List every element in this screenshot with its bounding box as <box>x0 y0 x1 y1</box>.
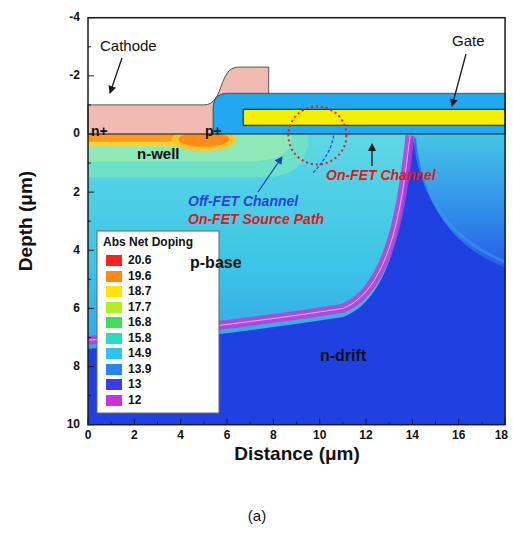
tick <box>88 250 94 251</box>
annotation: On-FET Channel <box>326 168 436 183</box>
highlight-circle <box>288 106 346 164</box>
tick <box>505 419 506 425</box>
tick-label: 6 <box>224 429 231 442</box>
depletion-edge <box>415 137 505 262</box>
tick <box>342 422 343 425</box>
tick-label: 8 <box>270 429 277 442</box>
region-label: p-base <box>190 254 242 272</box>
tick <box>389 422 390 425</box>
surface-line <box>88 134 505 135</box>
legend-swatch <box>106 348 122 359</box>
tick <box>88 424 94 425</box>
tick <box>458 419 459 425</box>
tick <box>481 422 482 425</box>
tick-label: 10 <box>313 429 326 442</box>
legend-swatch <box>106 286 122 297</box>
legend-value: 13 <box>128 378 141 391</box>
legend-swatch <box>106 364 122 375</box>
tick-label: -4 <box>69 11 80 24</box>
axis-title: Distance (μm) <box>234 444 360 465</box>
legend-swatch <box>106 255 122 266</box>
tick <box>111 422 112 425</box>
legend-swatch <box>106 395 122 406</box>
tick <box>319 419 320 425</box>
plot-frame <box>88 18 505 425</box>
leader-arrow <box>258 157 282 192</box>
tick <box>88 395 91 396</box>
tick <box>88 279 91 280</box>
part-label: Cathode <box>100 38 157 55</box>
legend-swatch <box>106 302 122 313</box>
tick <box>88 337 91 338</box>
tick <box>203 422 204 425</box>
legend-swatch <box>106 333 122 344</box>
tick <box>88 192 94 193</box>
annotation: On-FET Source Path <box>188 212 324 227</box>
region-label: p+ <box>205 124 222 139</box>
tick <box>366 419 367 425</box>
legend-value: 12 <box>128 394 141 407</box>
tick <box>180 419 181 425</box>
tick-label: 8 <box>73 360 80 373</box>
legend-value: 14.9 <box>128 347 151 360</box>
leader-arrow <box>452 54 466 106</box>
n-drift-region <box>88 138 505 424</box>
tick <box>273 419 274 425</box>
region-label: n-well <box>137 146 180 163</box>
tick-label: 16 <box>452 429 465 442</box>
legend-value: 17.7 <box>128 301 151 314</box>
annotation: Off-FET Channel <box>188 194 298 209</box>
p-base-region <box>88 134 505 425</box>
tick-label: -2 <box>69 69 80 82</box>
tick-label: 18 <box>495 429 508 442</box>
caption: (a) <box>248 508 266 525</box>
gate-oxide <box>213 93 505 134</box>
tick-label: 4 <box>73 244 80 257</box>
legend-value: 13.9 <box>128 363 151 376</box>
tick <box>227 419 228 425</box>
legend-value: 20.6 <box>128 254 151 267</box>
part-label: Gate <box>452 33 485 50</box>
tick-label: 2 <box>131 429 138 442</box>
legend-swatch <box>106 271 122 282</box>
tick <box>88 104 91 105</box>
region-label: n+ <box>91 124 108 139</box>
legend-value: 15.8 <box>128 332 151 345</box>
tick <box>88 75 94 76</box>
legend-value: 18.7 <box>128 285 151 298</box>
leader-arrow <box>371 144 372 166</box>
legend-swatch <box>106 379 122 390</box>
tick <box>88 17 94 18</box>
tick-label: 10 <box>67 418 80 431</box>
tick <box>134 419 135 425</box>
legend-title: Abs Net Doping <box>103 236 193 249</box>
gate-poly <box>243 109 505 125</box>
tick-label: 2 <box>73 186 80 199</box>
tick <box>88 46 91 47</box>
tick-label: 4 <box>177 429 184 442</box>
tick <box>412 419 413 425</box>
legend-value: 19.6 <box>128 270 151 283</box>
tick <box>435 422 436 425</box>
tick <box>88 163 91 164</box>
tick <box>88 221 91 222</box>
tick <box>296 422 297 425</box>
tick-label: 6 <box>73 302 80 315</box>
leader-arrow <box>110 58 122 93</box>
tick <box>88 366 94 367</box>
legend-swatch <box>106 317 122 328</box>
tick <box>88 308 94 309</box>
tick-label: 12 <box>359 429 372 442</box>
tick <box>250 422 251 425</box>
tick <box>157 422 158 425</box>
axis-title: Depth (μm) <box>16 171 37 271</box>
tick-label: 0 <box>85 429 92 442</box>
tick <box>88 419 89 425</box>
tick-label: 14 <box>406 429 419 442</box>
legend-value: 16.8 <box>128 316 151 329</box>
tick-label: 0 <box>73 127 80 140</box>
region-label: n-drift <box>320 347 366 365</box>
